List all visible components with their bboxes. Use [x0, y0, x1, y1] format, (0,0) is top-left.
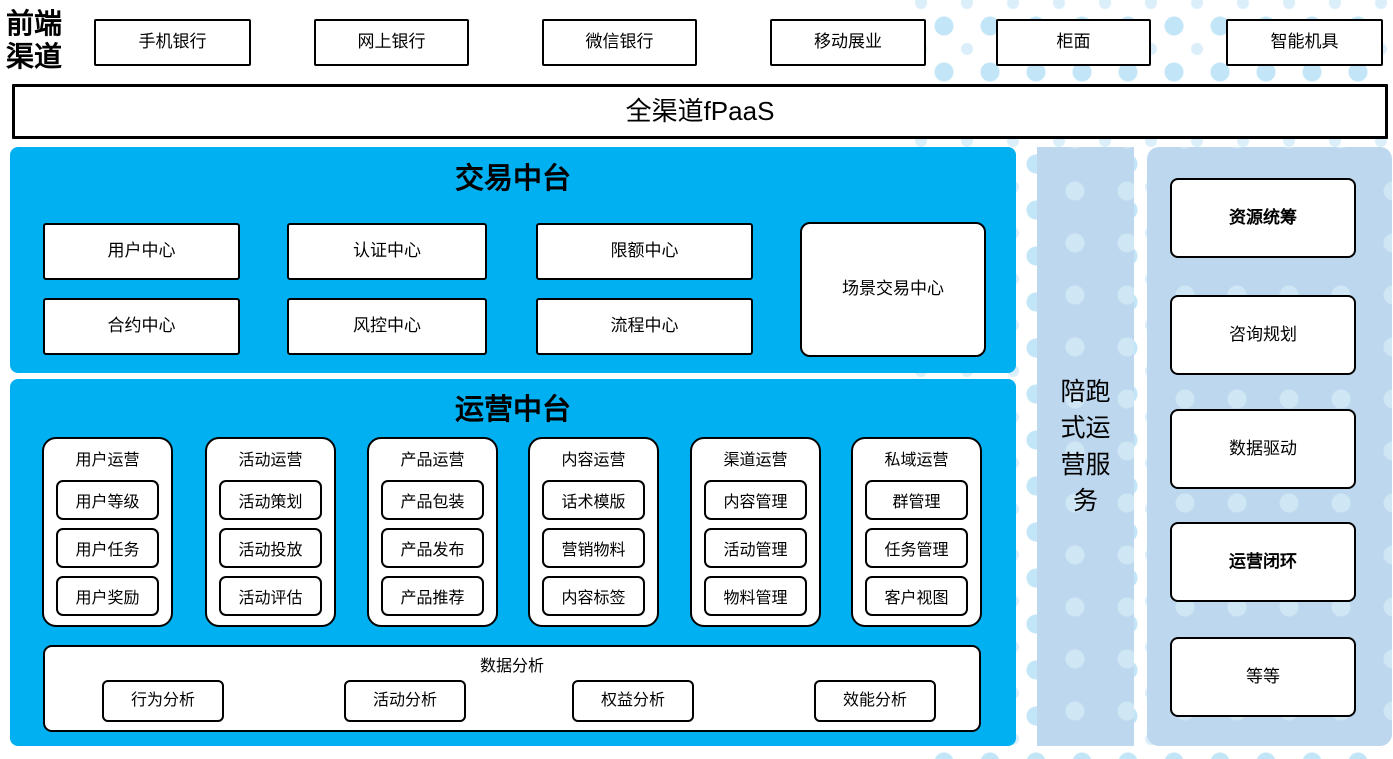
- ops-item-box: 产品发布: [381, 528, 484, 568]
- analysis-box-efficiency: 效能分析: [814, 680, 936, 722]
- center-box-risk: 风控中心: [287, 298, 487, 355]
- ops-item-box: 活动管理: [704, 528, 807, 568]
- channel-box-counter: 柜面: [996, 19, 1151, 66]
- ops-column-title: 私域运营: [884, 452, 949, 469]
- ops-item-box: 活动策划: [219, 480, 322, 520]
- ops-item-box: 任务管理: [865, 528, 968, 568]
- center-box-auth: 认证中心: [287, 223, 487, 280]
- ops-item-box: 用户任务: [56, 528, 159, 568]
- data-analysis-title: 数据分析: [479, 658, 544, 675]
- ops-item-box: 活动评估: [219, 576, 322, 616]
- analysis-box-activity: 活动分析: [344, 680, 466, 722]
- center-box-process: 流程中心: [536, 298, 753, 355]
- service-box-loop: 运营闭环: [1170, 522, 1356, 602]
- ops-item-box: 客户视图: [865, 576, 968, 616]
- analysis-box-rights: 权益分析: [572, 680, 694, 722]
- service-box-consulting: 咨询规划: [1170, 295, 1356, 375]
- trade-platform-title: 交易中台: [454, 163, 571, 195]
- ops-platform-title: 运营中台: [454, 394, 571, 426]
- ops-item-box: 物料管理: [704, 576, 807, 616]
- channel-box-smart-devices: 智能机具: [1226, 19, 1383, 66]
- ops-item-box: 用户奖励: [56, 576, 159, 616]
- ops-item-box: 活动投放: [219, 528, 322, 568]
- ops-platform-panel: 运营中台 用户运营 用户等级 用户任务 用户奖励 活动运营 活动策划 活动投放 …: [10, 379, 1016, 746]
- ops-item-box: 群管理: [865, 480, 968, 520]
- data-analysis-panel: 数据分析 行为分析 活动分析 权益分析 效能分析: [43, 645, 981, 732]
- service-box-resource: 资源统筹: [1170, 178, 1356, 258]
- ops-item-box: 内容标签: [542, 576, 645, 616]
- ops-column-private: 私域运营 群管理 任务管理 客户视图: [851, 437, 982, 627]
- center-box-contract: 合约中心: [43, 298, 240, 355]
- ops-item-box: 营销物料: [542, 528, 645, 568]
- center-box-user: 用户中心: [43, 223, 240, 280]
- ops-column-title: 渠道运营: [723, 452, 788, 469]
- ops-item-box: 内容管理: [704, 480, 807, 520]
- service-box-etc: 等等: [1170, 637, 1356, 717]
- ops-column-product: 产品运营 产品包装 产品发布 产品推荐: [367, 437, 498, 627]
- ops-item-box: 产品包装: [381, 480, 484, 520]
- fpaas-bar: 全渠道fPaaS: [12, 84, 1388, 139]
- companion-service-bar-label: 陪跑式运营服务: [1060, 378, 1111, 515]
- center-box-limit: 限额中心: [536, 223, 753, 280]
- ops-item-box: 用户等级: [56, 480, 159, 520]
- ops-column-title: 用户运营: [75, 452, 140, 469]
- ops-item-box: 产品推荐: [381, 576, 484, 616]
- ops-column-title: 活动运营: [238, 452, 303, 469]
- channel-box-wechat-banking: 微信银行: [542, 19, 697, 66]
- ops-column-user: 用户运营 用户等级 用户任务 用户奖励: [42, 437, 173, 627]
- analysis-box-behavior: 行为分析: [102, 680, 224, 722]
- channel-box-mobile-banking: 手机银行: [94, 19, 251, 66]
- trade-platform-panel: 交易中台 用户中心 认证中心 限额中心 合约中心 风控中心 流程中心 场景交易中…: [10, 147, 1016, 373]
- companion-service-bar: 陪跑式运营服务: [1037, 147, 1134, 746]
- channel-box-mobile-marketing: 移动展业: [770, 19, 926, 66]
- ops-column-title: 内容运营: [561, 452, 626, 469]
- ops-column-title: 产品运营: [400, 452, 465, 469]
- ops-column-activity: 活动运营 活动策划 活动投放 活动评估: [205, 437, 336, 627]
- ops-item-box: 话术模版: [542, 480, 645, 520]
- ops-column-content: 内容运营 话术模版 营销物料 内容标签: [528, 437, 659, 627]
- ops-column-channel: 渠道运营 内容管理 活动管理 物料管理: [690, 437, 821, 627]
- service-column-panel: 资源统筹 咨询规划 数据驱动 运营闭环 等等: [1147, 147, 1392, 746]
- front-channels-label: 前端渠道: [5, 9, 62, 74]
- service-box-data: 数据驱动: [1170, 409, 1356, 489]
- scene-trade-center-box: 场景交易中心: [800, 222, 986, 357]
- channel-box-online-banking: 网上银行: [314, 19, 469, 66]
